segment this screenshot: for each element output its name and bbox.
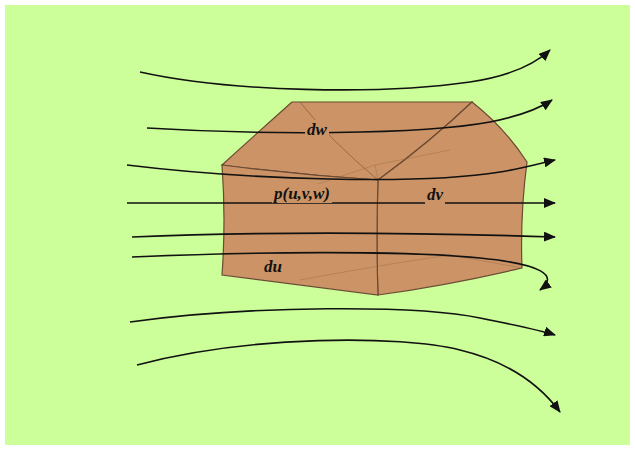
flow-lines (127, 50, 560, 412)
point-label: p(u,v,w) (272, 184, 332, 203)
axis-label: dv (425, 185, 445, 204)
axis-label: du (262, 257, 284, 276)
axis-label: dw (305, 120, 329, 139)
ground (5, 5, 630, 445)
